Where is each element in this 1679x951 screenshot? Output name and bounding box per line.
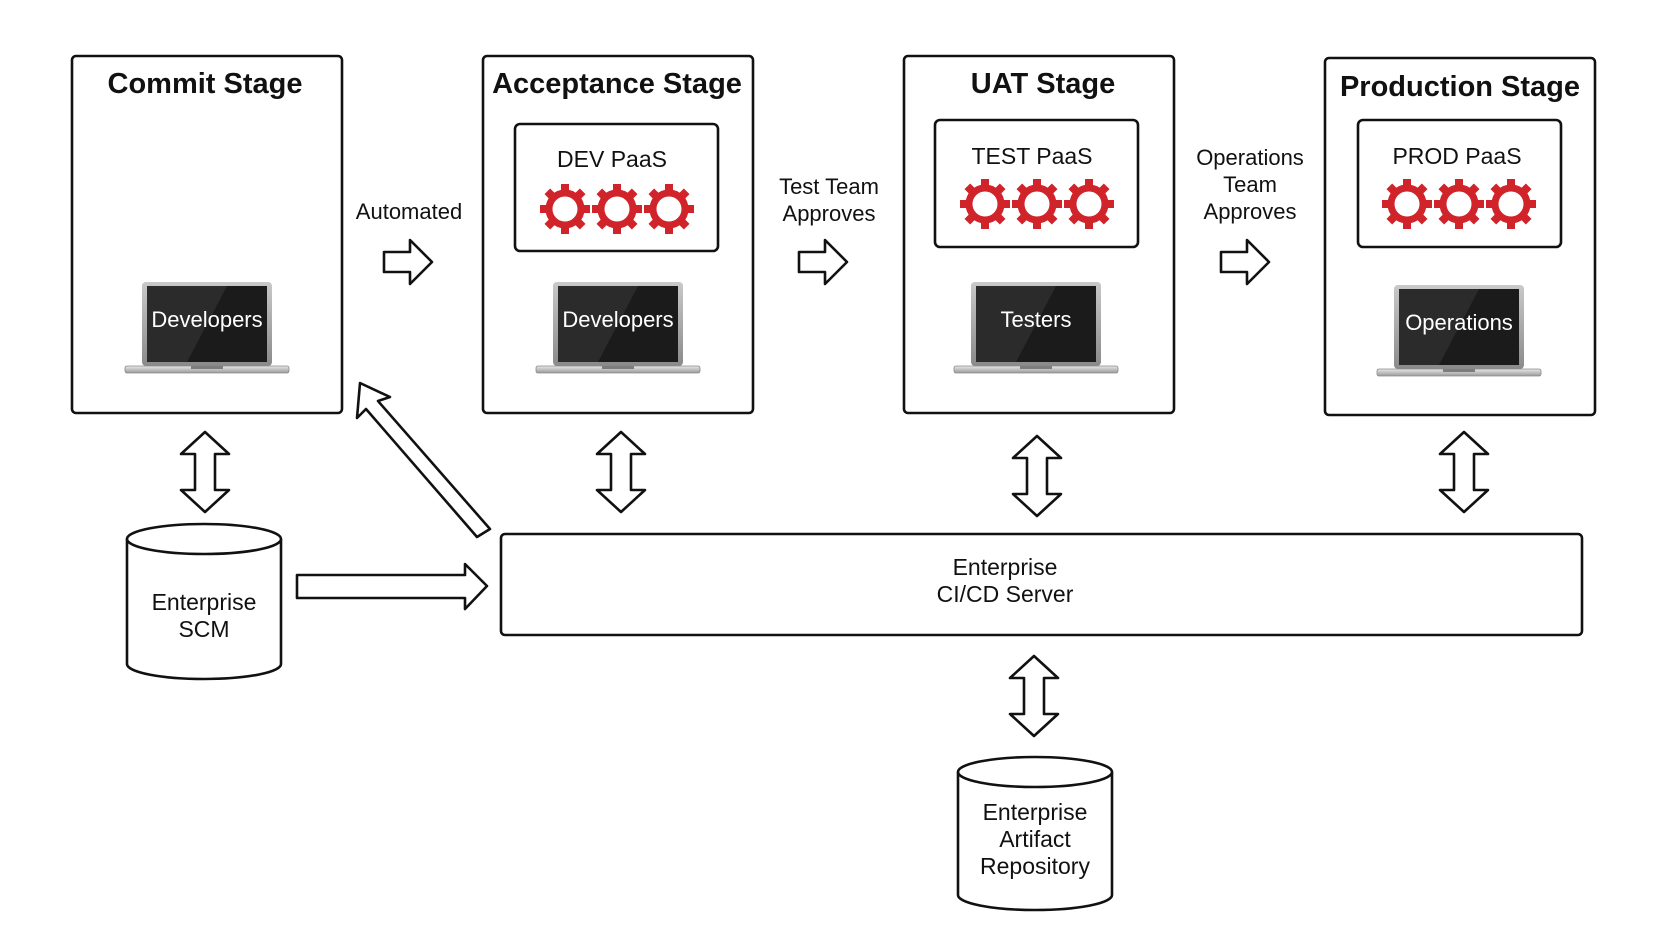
transition-test-team: Test Team Approves [779, 174, 879, 286]
double-arrow-icon [1008, 654, 1060, 738]
repository-label-line2: Artifact [999, 826, 1071, 852]
artifact-repository-database-icon: Enterprise Artifact Repository [956, 755, 1114, 912]
repository-label-line3: Repository [980, 853, 1090, 879]
scm-label-line2: SCM [178, 616, 229, 642]
production-stage-title: Production Stage [1340, 71, 1580, 103]
double-arrow-icon [179, 430, 231, 514]
transition-automated: Automated [356, 199, 462, 286]
acceptance-stage-title: Acceptance Stage [492, 68, 742, 100]
operations-label-line3: Approves [1204, 199, 1297, 224]
horizontal-arrow-icon [295, 562, 489, 611]
cicd-server-label-line1: Enterprise [953, 554, 1058, 580]
test-team-label-line1: Test Team [779, 174, 879, 199]
diagonal-arrow-icon [355, 381, 492, 539]
uat-laptop-label: Testers [1001, 307, 1072, 332]
production-laptop-label: Operations [1405, 310, 1513, 335]
operations-label-line2: Team [1223, 172, 1277, 197]
scm-database-icon: Enterprise SCM [125, 522, 283, 681]
cicd-server-label-line2: CI/CD Server [937, 581, 1074, 607]
uat-stage-title: UAT Stage [971, 68, 1115, 100]
acceptance-stage: Acceptance Stage DEV PaaS Developers [481, 54, 755, 415]
dev-paas-label: DEV PaaS [557, 146, 667, 172]
test-paas-label: TEST PaaS [971, 143, 1092, 169]
production-stage: Production Stage PROD PaaS Operations [1323, 56, 1597, 417]
double-arrow-icon [1011, 434, 1063, 518]
right-arrow-icon [1219, 238, 1271, 286]
scm-label-line1: Enterprise [152, 589, 257, 615]
commit-laptop-label: Developers [151, 307, 262, 332]
automated-label: Automated [356, 199, 462, 224]
commit-stage-title: Commit Stage [108, 68, 303, 100]
double-arrow-icon [595, 430, 647, 514]
acceptance-laptop-label: Developers [562, 307, 673, 332]
test-team-label-line2: Approves [783, 201, 876, 226]
double-arrow-icon [1438, 430, 1490, 514]
right-arrow-icon [382, 238, 434, 286]
uat-stage: UAT Stage TEST PaaS Testers [902, 54, 1176, 415]
repository-label-line1: Enterprise [983, 799, 1088, 825]
prod-paas-label: PROD PaaS [1392, 143, 1521, 169]
cicd-server-box: Enterprise CI/CD Server [499, 532, 1584, 637]
operations-label-line1: Operations [1196, 145, 1304, 170]
commit-stage: Commit Stage Developers [70, 54, 344, 415]
transition-operations: Operations Team Approves [1196, 145, 1304, 286]
right-arrow-icon [797, 238, 849, 286]
